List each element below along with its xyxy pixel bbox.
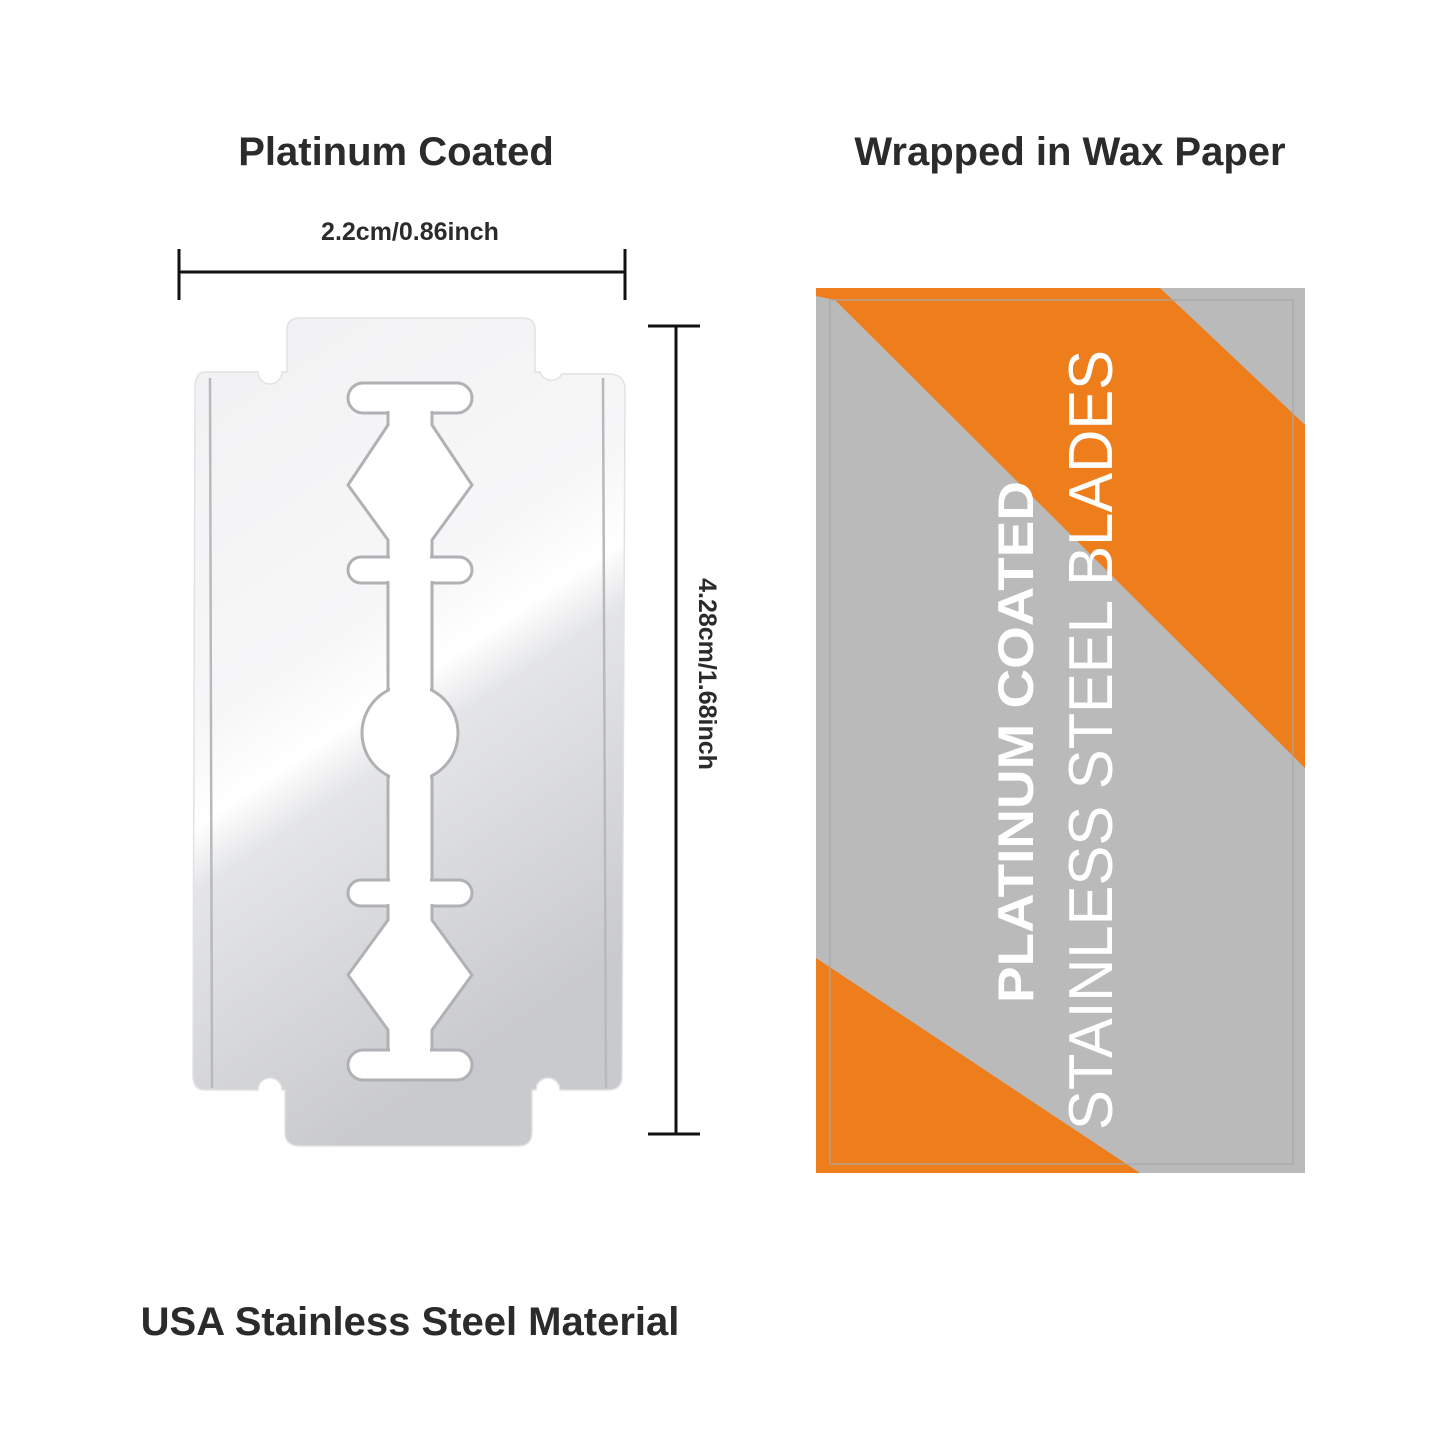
width-label: 2.2cm/0.86inch [321,218,499,246]
heading-material: USA Stainless Steel Material [141,1300,680,1344]
width-dimension-line [177,249,627,300]
package-text-stainless-steel-blades: STAINLESS STEEL BLADES [1057,350,1126,1130]
heading-wax-paper: Wrapped in Wax Paper [854,130,1285,174]
height-label: 4.28cm/1.68inch [693,578,721,770]
height-dimension-line [648,324,700,1136]
blade-package: PLATINUM COATED STAINLESS STEEL BLADES [816,288,1305,1173]
orange-stripe-bottom [816,958,1140,1173]
orange-stripe-top [816,288,1305,768]
package-text-platinum-coated: PLATINUM COATED [988,481,1044,1003]
heading-platinum-coated: Platinum Coated [238,130,554,174]
razor-blade [192,317,626,1147]
